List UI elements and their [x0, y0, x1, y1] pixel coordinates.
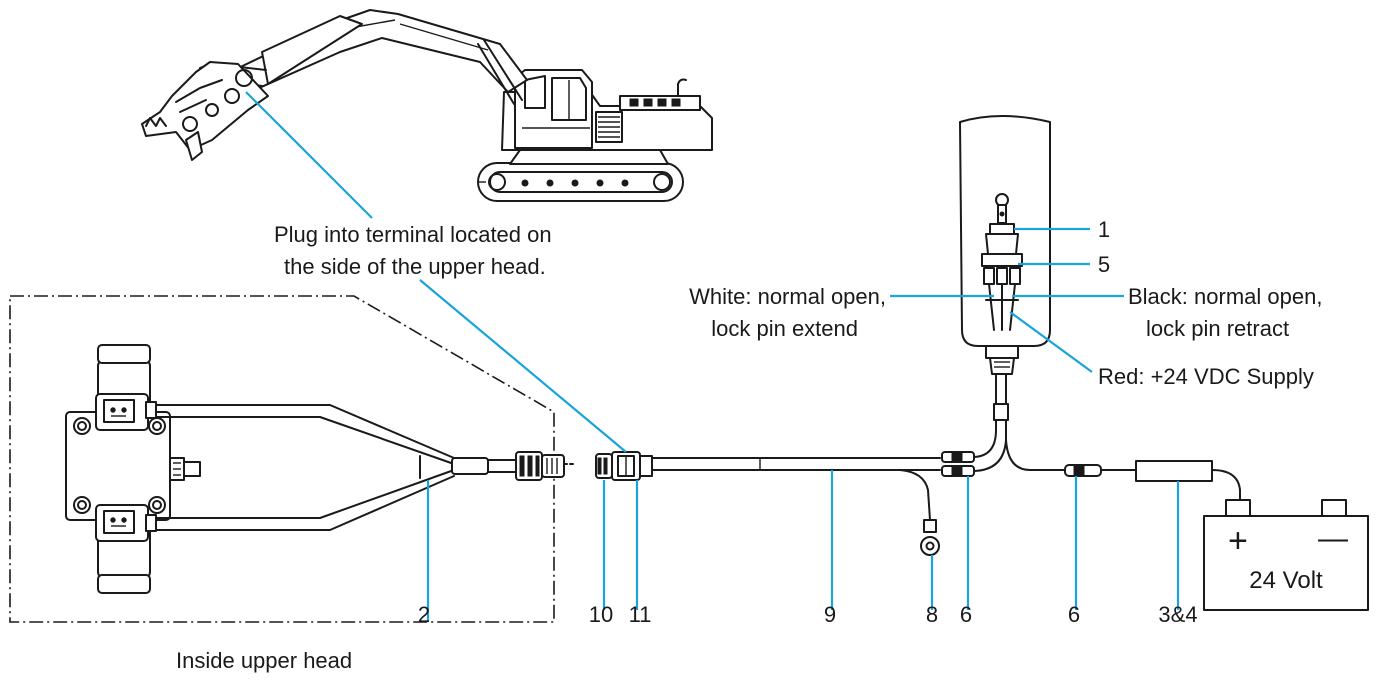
- fuse-holder-3-4: [1135, 460, 1241, 503]
- battery: [1203, 499, 1369, 611]
- splice-6-left: [941, 451, 975, 477]
- callout-11: 11: [629, 602, 652, 627]
- callout-6-left: 6: [960, 602, 972, 627]
- callout-6-right: 6: [1068, 602, 1080, 627]
- plug-note-line1: Plug into terminal located on: [274, 222, 552, 247]
- connector-10: [515, 451, 577, 481]
- callout-8: 8: [926, 602, 938, 627]
- engine-grille: [629, 98, 681, 107]
- excavator-illustration: [141, 9, 713, 202]
- callout-1: 1: [1098, 217, 1110, 242]
- callout-5: 5: [1098, 252, 1110, 277]
- callout-9: 9: [824, 602, 836, 627]
- white-wire-label-line1: White: normal open,: [689, 284, 886, 309]
- splice-6-right: [1064, 464, 1137, 477]
- leader-lines: [245, 91, 1180, 622]
- callout-2: 2: [418, 602, 430, 627]
- callout-3-and-4: 3&4: [1158, 602, 1197, 627]
- switch-housing: [959, 115, 1051, 421]
- battery-plus-sign: +: [1228, 522, 1248, 560]
- red-wire-label: Red: +24 VDC Supply: [1098, 364, 1314, 389]
- plug-note-line2: the side of the upper head.: [284, 254, 546, 279]
- callout-10: 10: [589, 602, 613, 627]
- y-harness-cable: [155, 404, 517, 531]
- battery-minus-sign: —: [1318, 522, 1348, 555]
- inside-upper-head-label: Inside upper head: [176, 648, 352, 673]
- black-wire-label-line2: lock pin retract: [1146, 316, 1289, 341]
- white-wire-label-line2: lock pin extend: [711, 316, 858, 341]
- battery-voltage-label: 24 Volt: [1249, 567, 1323, 594]
- excavator-tracks: [477, 162, 684, 202]
- black-wire-label-line1: Black: normal open,: [1128, 284, 1322, 309]
- main-cable: [651, 457, 941, 556]
- solenoid-valve: [65, 344, 201, 594]
- upper-head-boundary: [9, 295, 555, 623]
- connector-11: [595, 451, 653, 481]
